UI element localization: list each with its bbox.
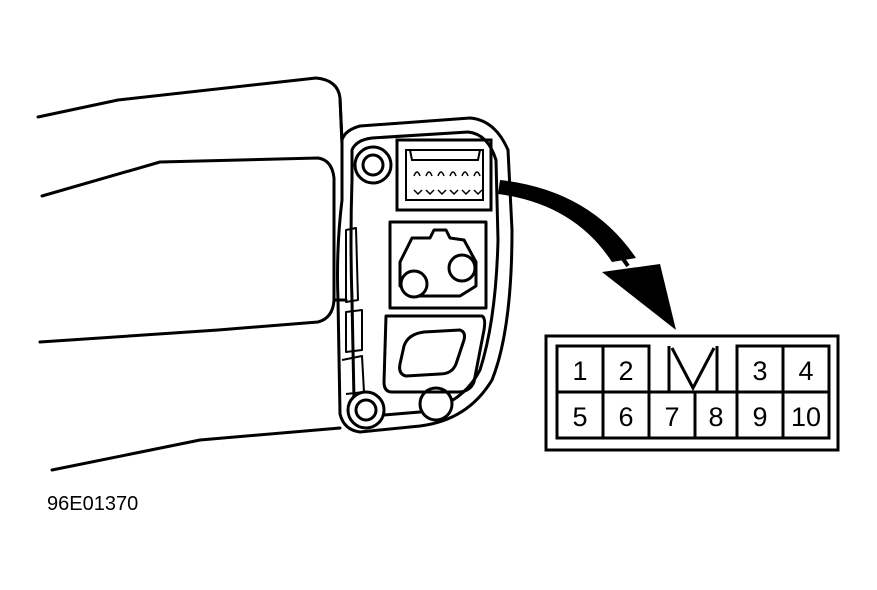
pin-label-2: 2 (618, 356, 633, 386)
pointer-arrow (498, 180, 676, 330)
pin-cell-10 (781, 390, 831, 440)
pin-label-8: 8 (708, 402, 723, 432)
screw-bosses (346, 145, 454, 430)
arrow-head (602, 264, 676, 330)
pin-label-5: 5 (572, 402, 587, 432)
pin-label-9: 9 (752, 402, 767, 432)
pin-label-4: 4 (798, 356, 813, 386)
pin-label-7: 7 (664, 402, 679, 432)
screw-bottom-right (418, 386, 454, 422)
mounting-plate (336, 116, 514, 434)
pin-label-6: 6 (618, 402, 633, 432)
lower-pocket (382, 314, 487, 394)
mirror-connector-socket (395, 138, 493, 212)
mirror-housing (36, 76, 348, 472)
pin-label-1: 1 (572, 356, 587, 386)
pin-label-10: 10 (791, 402, 821, 432)
figure-id-label: 96E01370 (47, 493, 138, 515)
keying-notch (667, 346, 719, 392)
pin-label-3: 3 (752, 356, 767, 386)
motor-mount (388, 220, 488, 310)
